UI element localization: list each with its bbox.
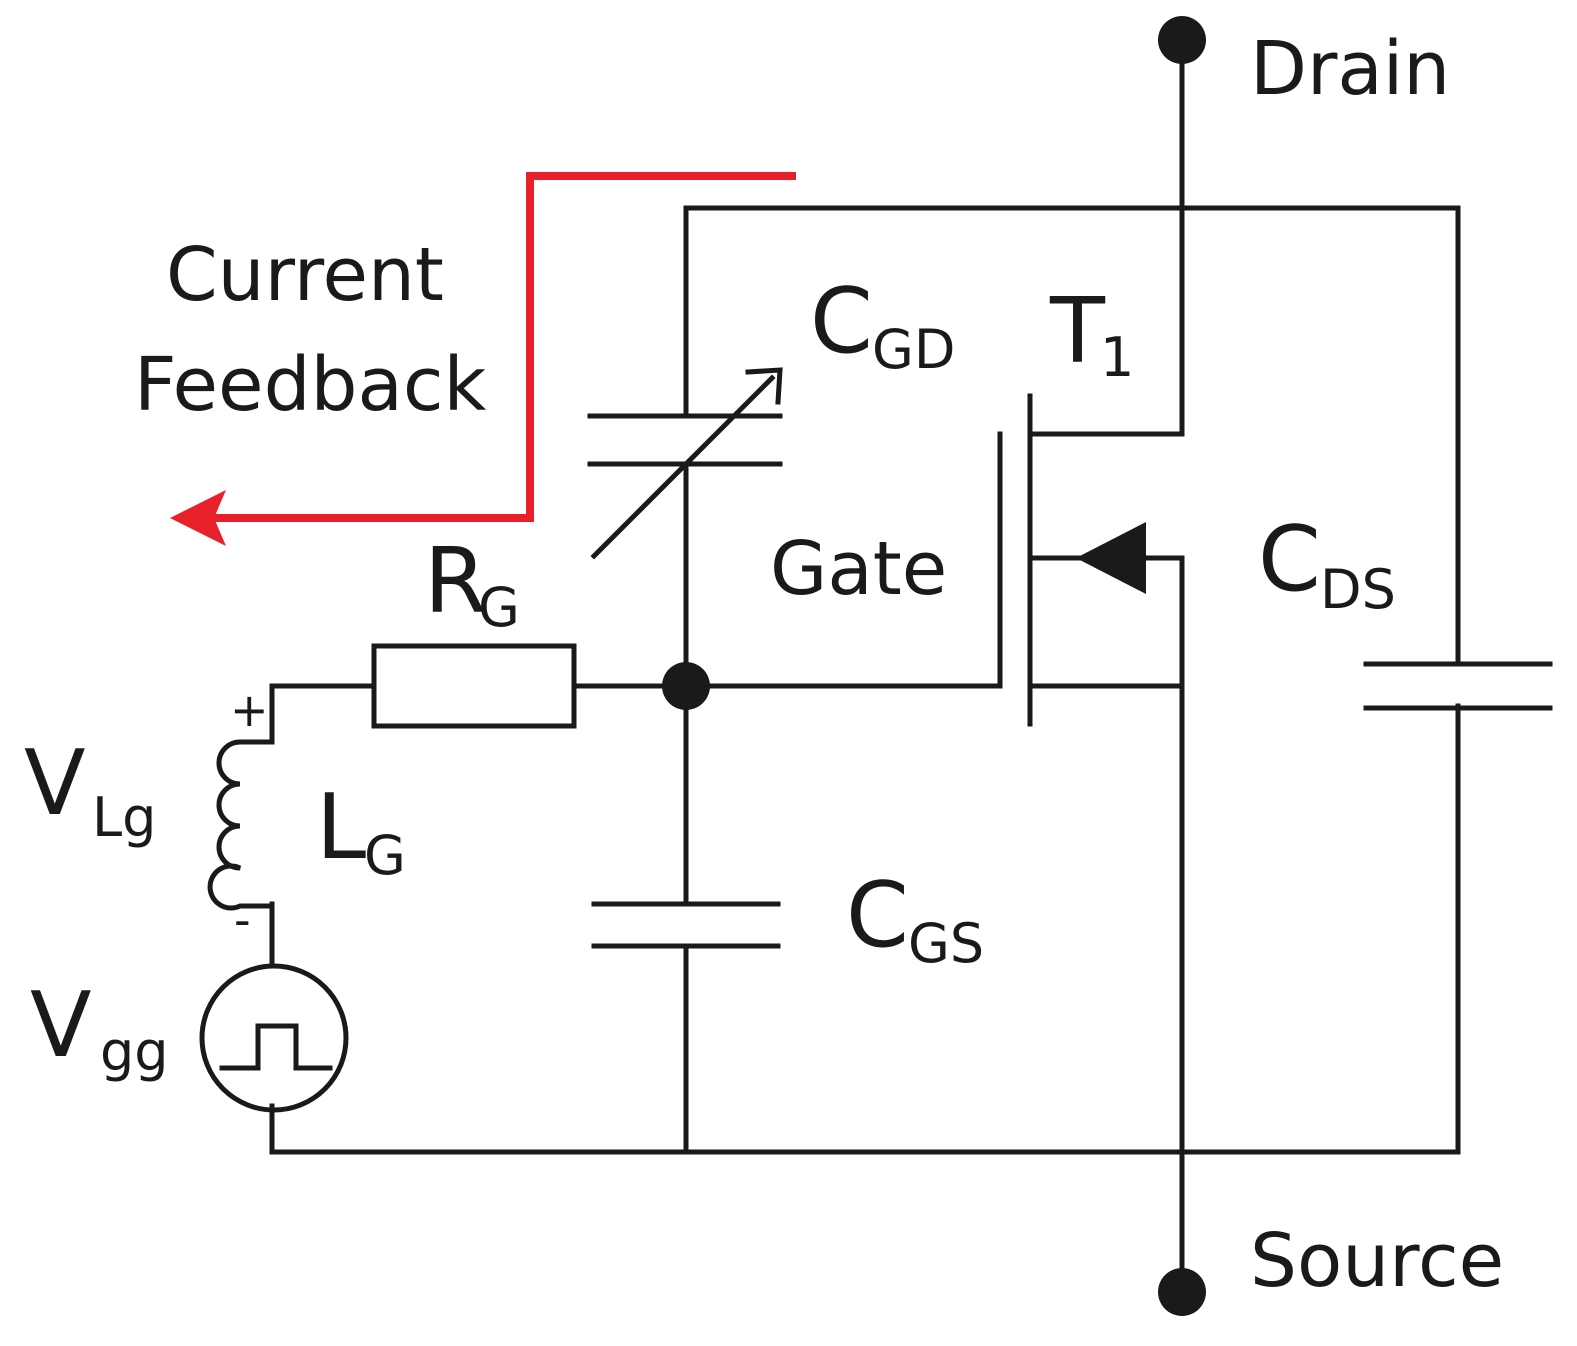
svg-text:G: G xyxy=(478,576,520,639)
lg-label: L G xyxy=(316,775,406,887)
mosfet-t1 xyxy=(997,393,1185,727)
feedback-arrow-icon xyxy=(170,490,226,546)
source-terminal xyxy=(1158,1268,1206,1316)
svg-text:Lg: Lg xyxy=(92,786,156,849)
source-label: Source xyxy=(1250,1218,1504,1304)
svg-text:R: R xyxy=(424,529,487,634)
rg-label: R G xyxy=(424,529,520,639)
svg-text:C: C xyxy=(1258,507,1321,612)
minus-sign: - xyxy=(234,893,251,947)
current-feedback-label-line1: Current xyxy=(166,232,444,318)
svg-text:C: C xyxy=(846,863,909,968)
current-feedback-path xyxy=(170,172,796,546)
svg-text:1: 1 xyxy=(1100,326,1134,389)
svg-text:T: T xyxy=(1049,279,1106,384)
drain-terminal xyxy=(1158,16,1206,64)
vgg-source xyxy=(199,963,349,1113)
plus-sign: + xyxy=(230,683,269,737)
svg-text:GD: GD xyxy=(872,318,955,381)
svg-text:L: L xyxy=(316,775,366,880)
svg-text:C: C xyxy=(810,269,873,374)
svg-text:V: V xyxy=(24,731,86,836)
svg-text:G: G xyxy=(364,824,406,887)
rg-resistor xyxy=(371,643,577,729)
gate-node xyxy=(662,662,710,710)
t1-label: T 1 xyxy=(1049,279,1134,389)
variable-arrow-line xyxy=(590,374,776,560)
cgs-capacitor xyxy=(591,901,781,949)
vlg-label: V Lg xyxy=(24,731,156,849)
current-feedback-label-line2: Feedback xyxy=(134,342,487,428)
cgd-label: C GD xyxy=(810,269,955,381)
cds-label: C DS xyxy=(1258,507,1396,621)
drain-label: Drain xyxy=(1250,26,1450,112)
gate-label: Gate xyxy=(770,526,947,612)
cgs-label: C GS xyxy=(846,863,984,975)
body-diode-arrow xyxy=(1076,522,1146,594)
vgg-label: V gg xyxy=(30,973,169,1083)
variable-arrow-head xyxy=(745,367,783,405)
cgd-capacitor xyxy=(587,367,783,560)
svg-text:gg: gg xyxy=(100,1020,169,1083)
pulse-icon xyxy=(219,1023,333,1071)
svg-text:GS: GS xyxy=(908,912,984,975)
wires xyxy=(269,37,1461,1293)
svg-text:DS: DS xyxy=(1320,558,1396,621)
lg-inductor xyxy=(207,739,275,911)
svg-text:V: V xyxy=(30,973,92,1078)
cds-capacitor xyxy=(1363,661,1553,711)
